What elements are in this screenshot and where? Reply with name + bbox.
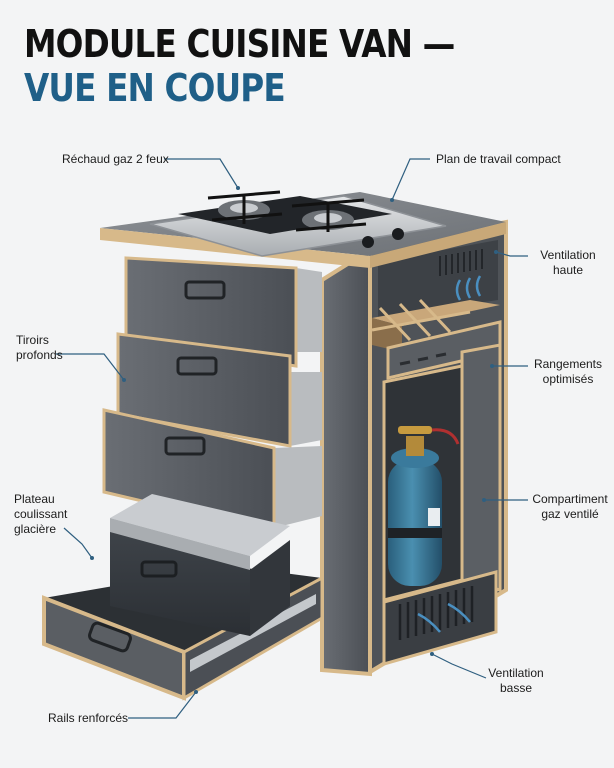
drawer-2 — [116, 332, 322, 448]
title-line-2: VUE EN COUPE — [24, 66, 286, 110]
label-tiroirs: Tiroirs profonds — [16, 333, 63, 363]
label-ventilation-basse-line-2: basse — [499, 681, 533, 695]
label-tiroirs-line-1: Tiroirs — [16, 333, 49, 347]
gas-stove — [149, 190, 447, 257]
label-rechaud: Réchaud gaz 2 feux — [62, 152, 169, 166]
label-plateau-line-1: Plateau — [14, 492, 55, 506]
label-compartiment-line-1: Compartiment — [532, 492, 608, 506]
label-compartiment: Compartiment gaz ventilé — [528, 492, 612, 522]
cooler — [110, 494, 290, 636]
label-ventilation-haute: Ventilation haute — [530, 248, 606, 278]
label-ventilation-haute-line-2: haute — [552, 263, 584, 277]
label-ventilation-haute-line-1: Ventilation — [540, 248, 596, 262]
label-plateau-line-3: glacière — [14, 522, 57, 536]
label-rangements-line-1: Rangements — [533, 357, 603, 371]
label-compartiment-line-2: gaz ventilé — [541, 507, 599, 521]
label-plateau-line-2: coulissant — [14, 507, 68, 521]
label-rangements-line-2: optimisés — [542, 372, 594, 386]
leader-lines — [56, 158, 528, 719]
label-rangements: Rangements optimisés — [528, 357, 608, 387]
page-title: MODULE CUISINE VAN — VUE EN COUPE — [24, 22, 455, 110]
storage-grid — [371, 298, 502, 380]
label-tiroirs-line-2: profonds — [16, 348, 63, 362]
label-plan-de-travail: Plan de travail compact — [436, 152, 561, 166]
upper-vent — [378, 240, 498, 318]
label-plateau: Plateau coulissant glacière — [14, 492, 67, 537]
lower-vent — [382, 570, 498, 666]
gas-bottle — [388, 426, 460, 586]
title-line-1: MODULE CUISINE VAN — — [24, 22, 455, 66]
leader-dots — [90, 186, 498, 694]
label-rails: Rails renforcés — [48, 711, 129, 725]
label-ventilation-basse: Ventilation basse — [478, 666, 554, 696]
label-ventilation-basse-line-1: Ventilation — [488, 666, 544, 680]
